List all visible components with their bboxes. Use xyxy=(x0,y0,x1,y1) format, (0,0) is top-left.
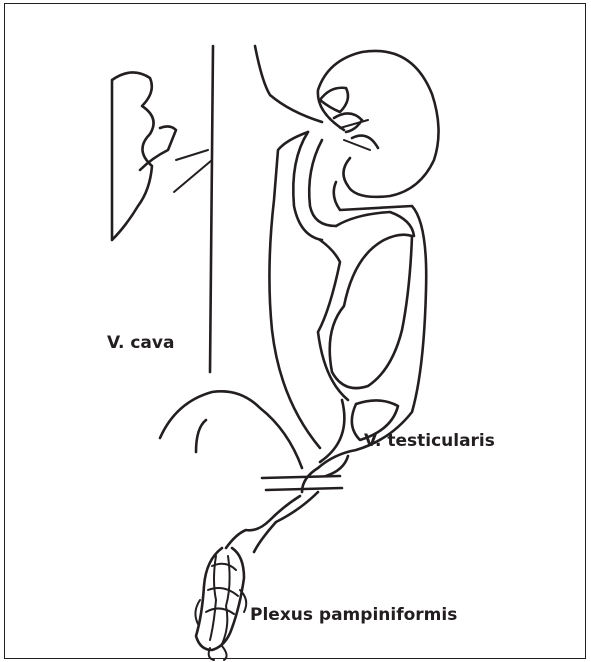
right-kidney-outline xyxy=(112,72,212,240)
vena-cava-label: V. cava xyxy=(107,333,174,353)
spermatic-cord xyxy=(226,468,342,552)
vena-cava xyxy=(210,46,322,448)
inguinal-strokes xyxy=(160,391,302,468)
pampiniform-plexus xyxy=(195,548,246,660)
testicular-vein-label: V. testicularis xyxy=(364,431,495,451)
testicular-vein xyxy=(293,132,426,476)
pampiniform-plexus-label: Plexus pampiniformis xyxy=(250,605,457,625)
left-kidney-outline xyxy=(318,51,439,197)
